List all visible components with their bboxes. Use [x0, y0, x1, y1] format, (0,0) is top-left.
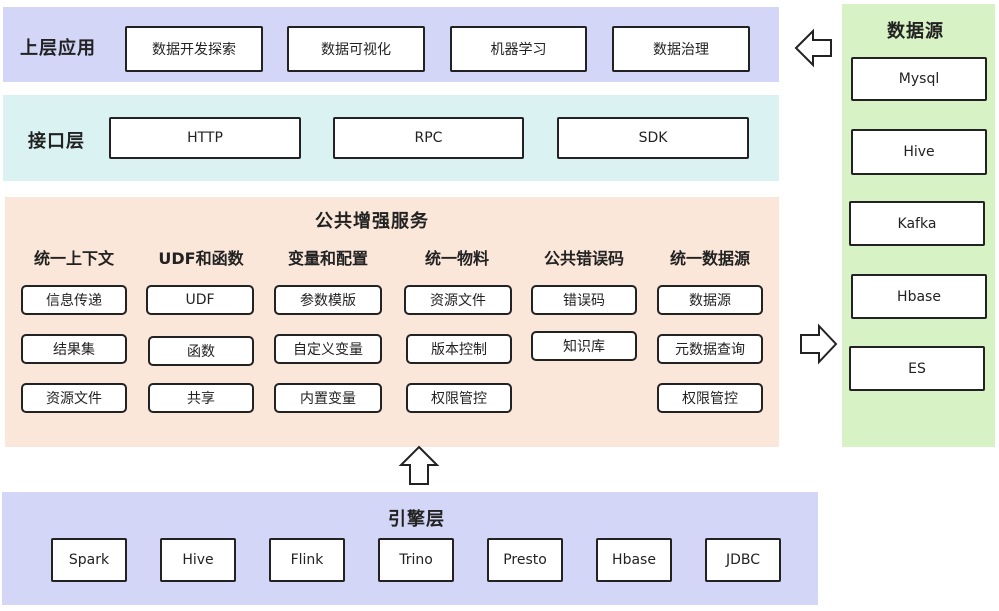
- material-item-permission: 权限管控: [406, 383, 512, 413]
- service-col-title-datasource: 统一数据源: [669, 249, 750, 268]
- upper-item-ml: 机器学习: [450, 26, 587, 72]
- source-item-es: ES: [849, 346, 985, 391]
- udf-item-function: 函数: [148, 336, 254, 366]
- service-col-title-context: 统一上下文: [33, 249, 114, 268]
- ds-item-metadata: 元数据查询: [657, 334, 763, 364]
- service-layer-panel: [5, 197, 779, 447]
- upper-item-data-dev: 数据开发探索: [125, 26, 263, 72]
- service-col-title-variables: 变量和配置: [287, 249, 368, 268]
- udf-item-share: 共享: [148, 383, 254, 413]
- service-col-title-errorcode: 公共错误码: [543, 249, 624, 268]
- material-item-version: 版本控制: [406, 334, 512, 364]
- left-arrow-icon: [794, 28, 832, 68]
- source-item-mysql: Mysql: [851, 57, 987, 101]
- interface-item-sdk: SDK: [557, 117, 749, 159]
- service-col-title-udf: UDF和函数: [158, 249, 244, 268]
- engine-item-flink: Flink: [269, 538, 345, 582]
- var-item-template: 参数模版: [274, 285, 382, 315]
- data-source-title: 数据源: [887, 21, 944, 42]
- engine-item-hbase: Hbase: [596, 538, 672, 582]
- engine-layer-title: 引擎层: [388, 509, 445, 530]
- engine-item-trino: Trino: [378, 538, 454, 582]
- service-col-title-material: 统一物料: [424, 249, 489, 268]
- error-item-code: 错误码: [531, 285, 637, 315]
- error-item-knowledge: 知识库: [531, 331, 637, 361]
- upper-item-governance: 数据治理: [612, 26, 750, 72]
- context-item-resultset: 结果集: [21, 334, 127, 364]
- service-layer-title: 公共增强服务: [315, 211, 429, 232]
- upper-item-visualization: 数据可视化: [287, 26, 425, 72]
- source-item-hbase: Hbase: [851, 274, 987, 319]
- right-arrow-icon: [800, 323, 838, 365]
- engine-item-presto: Presto: [487, 538, 563, 582]
- var-item-builtin: 内置变量: [274, 383, 382, 413]
- context-item-message: 信息传递: [21, 285, 127, 315]
- engine-item-spark: Spark: [51, 538, 127, 582]
- interface-item-rpc: RPC: [333, 117, 524, 159]
- context-item-resource: 资源文件: [21, 383, 127, 413]
- interface-layer-title: 接口层: [28, 131, 85, 152]
- source-item-hive: Hive: [851, 129, 987, 175]
- upper-layer-title: 上层应用: [20, 38, 96, 59]
- engine-item-hive: Hive: [160, 538, 236, 582]
- ds-item-datasource: 数据源: [657, 285, 763, 315]
- engine-item-jdbc: JDBC: [705, 538, 781, 582]
- ds-item-permission: 权限管控: [657, 383, 763, 413]
- interface-item-http: HTTP: [109, 117, 301, 159]
- udf-item-udf: UDF: [146, 285, 254, 315]
- var-item-custom: 自定义变量: [274, 334, 382, 364]
- source-item-kafka: Kafka: [849, 201, 985, 246]
- up-arrow-icon: [398, 445, 440, 485]
- material-item-resource: 资源文件: [404, 285, 512, 315]
